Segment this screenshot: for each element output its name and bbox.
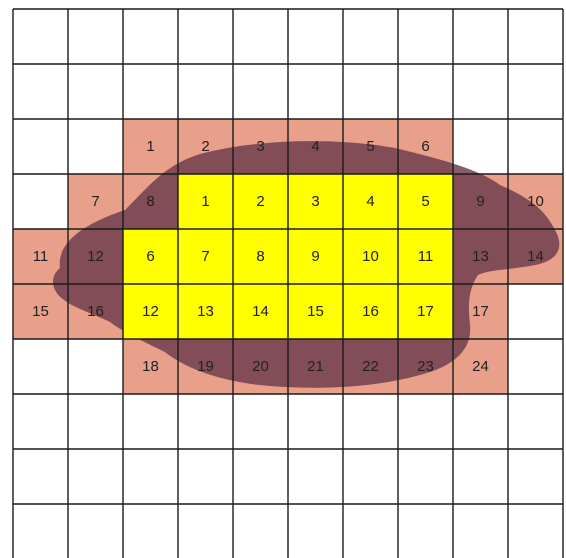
interior-cell-label: 3	[311, 193, 319, 210]
interior-cell-label: 11	[418, 248, 434, 265]
interior-cell-label: 12	[142, 303, 159, 320]
boundary-cell-label: 24	[472, 358, 489, 375]
boundary-cell-label: 14	[527, 248, 544, 265]
interior-cell-label: 5	[421, 193, 429, 210]
boundary-cell-label: 16	[87, 303, 104, 320]
interior-cell-label: 17	[417, 303, 434, 320]
boundary-cell-label: 4	[311, 138, 319, 155]
boundary-cell-label: 21	[307, 358, 324, 375]
boundary-cell-label: 15	[32, 303, 49, 320]
interior-cell-label: 6	[146, 248, 154, 265]
boundary-cell-label: 9	[476, 193, 484, 210]
interior-cell-label: 8	[256, 248, 264, 265]
interior-cell-label: 15	[307, 303, 324, 320]
boundary-cell-label: 19	[197, 358, 214, 375]
boundary-cell-label: 6	[421, 138, 429, 155]
interior-cell-label: 9	[311, 248, 319, 265]
boundary-cell-label: 17	[472, 303, 489, 320]
interior-cell-label: 4	[366, 193, 374, 210]
boundary-cell-label: 8	[146, 193, 154, 210]
boundary-cell-label: 23	[417, 358, 434, 375]
boundary-cell-label: 7	[91, 193, 99, 210]
interior-cell-label: 14	[252, 303, 269, 320]
interior-cell-label: 2	[256, 193, 264, 210]
boundary-cell-label: 2	[201, 138, 209, 155]
interior-cell-label: 7	[201, 248, 209, 265]
boundary-cell-label: 13	[472, 248, 489, 265]
boundary-cell-label: 12	[87, 248, 104, 265]
interior-cell-label: 13	[197, 303, 214, 320]
interior-cell-label: 16	[362, 303, 379, 320]
boundary-cell-label: 18	[142, 358, 159, 375]
boundary-cell-label: 20	[252, 358, 269, 375]
boundary-cell-label: 5	[366, 138, 374, 155]
boundary-cell-label: 10	[527, 193, 544, 210]
boundary-cell-label: 3	[256, 138, 264, 155]
interior-cell-label: 10	[362, 248, 379, 265]
boundary-cell-label: 1	[146, 138, 154, 155]
interior-cell-label: 1	[201, 193, 209, 210]
boundary-cell-label: 22	[362, 358, 379, 375]
boundary-cell-label: 11	[33, 248, 49, 265]
